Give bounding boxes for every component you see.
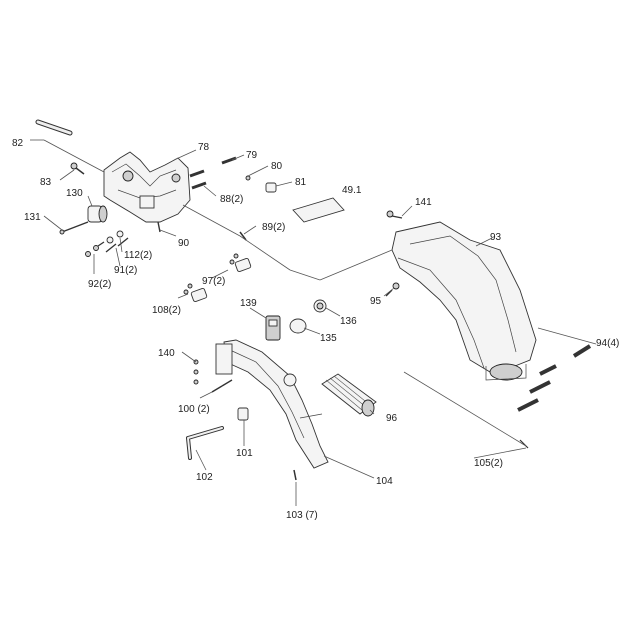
- label-101: 101: [236, 448, 253, 459]
- part-139-switch: [265, 315, 281, 341]
- label-97: 97(2): [202, 276, 225, 287]
- label-81: 81: [295, 177, 307, 188]
- part-135-knob: [289, 318, 307, 334]
- label-140: 140: [158, 348, 175, 359]
- part-136-ring: [313, 299, 327, 313]
- part-130-spacer: [87, 205, 108, 223]
- part-100-screws: [211, 379, 233, 393]
- part-112-washers: [106, 230, 124, 244]
- part-83-screw: [70, 162, 85, 175]
- label-83: 83: [40, 177, 52, 188]
- label-105: 105(2): [474, 458, 503, 469]
- label-135: 135: [320, 333, 337, 344]
- leader-lines: [30, 139, 597, 506]
- part-labels: 82 78 79 80 81 83 130 131 88(2) 49.1 141…: [12, 138, 619, 521]
- part-102-hex-key: [186, 426, 224, 460]
- part-101-bushing: [237, 407, 249, 421]
- part-88-bolts: [189, 169, 207, 190]
- part-140-screws: [193, 359, 199, 385]
- part-104-plate: [215, 339, 329, 469]
- label-108: 108(2): [152, 305, 181, 316]
- label-94: 94(4): [596, 338, 619, 349]
- part-49-label-plate: [292, 197, 345, 223]
- label-95: 95: [370, 296, 382, 307]
- part-94-bolts: [517, 344, 592, 412]
- label-112: 112(2): [124, 250, 152, 261]
- label-100: 100 (2): [178, 404, 210, 415]
- label-88: 88(2): [220, 194, 243, 205]
- part-93-guard: [391, 221, 537, 381]
- part-81-knob: [265, 182, 277, 193]
- label-139: 139: [240, 298, 257, 309]
- label-79: 79: [246, 150, 258, 161]
- part-108-clip: [183, 283, 208, 302]
- label-49-1: 49.1: [342, 185, 362, 196]
- label-130: 130: [66, 188, 83, 199]
- label-93: 93: [490, 232, 502, 243]
- label-96: 96: [386, 413, 398, 424]
- label-102: 102: [196, 472, 213, 483]
- label-136: 136: [340, 316, 357, 327]
- part-131-screw: [59, 221, 89, 235]
- part-79-pin: [221, 156, 237, 165]
- part-92-screws: [85, 241, 105, 257]
- label-91: 91(2): [114, 265, 137, 276]
- part-78-bracket: [103, 151, 191, 223]
- part-103-screw: [293, 469, 297, 481]
- label-141: 141: [415, 197, 432, 208]
- label-89: 89(2): [262, 222, 285, 233]
- label-131: 131: [24, 212, 41, 223]
- label-92: 92(2): [88, 279, 111, 290]
- part-95-screw: [385, 282, 400, 297]
- part-80-pin: [245, 175, 251, 181]
- part-105-pins: [519, 439, 529, 449]
- part-97-clip: [229, 253, 252, 272]
- label-104: 104: [376, 476, 393, 487]
- label-80: 80: [271, 161, 283, 172]
- part-90-pin: [157, 221, 161, 233]
- part-96-hose: [321, 373, 377, 417]
- part-141-screw: [386, 210, 403, 219]
- label-103: 103 (7): [286, 510, 318, 521]
- label-90: 90: [178, 238, 190, 249]
- label-78: 78: [198, 142, 210, 153]
- label-82: 82: [12, 138, 24, 149]
- part-91-screws: [105, 237, 129, 253]
- part-89-pin: [239, 231, 247, 241]
- part-82-rod: [35, 119, 73, 136]
